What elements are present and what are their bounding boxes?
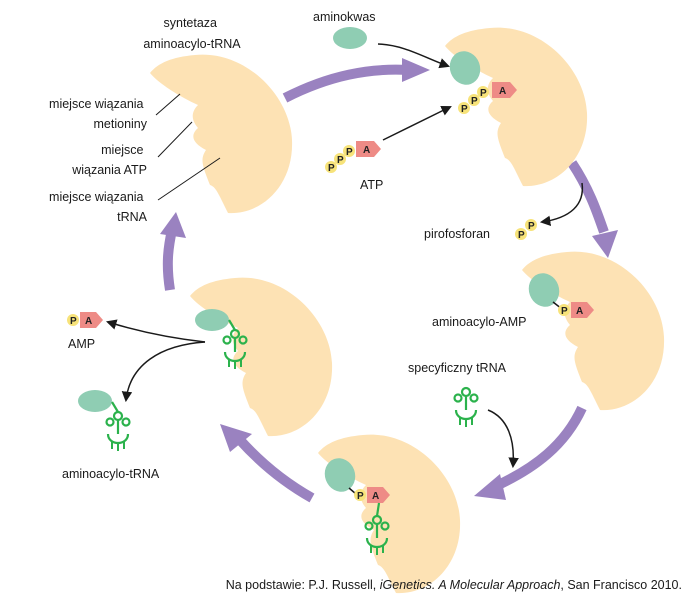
label-atp: ATP — [360, 178, 383, 192]
cycle-arrow-right-lower — [493, 405, 587, 491]
site-pointer-lines — [155, 93, 221, 201]
trna-acceptor-stem — [375, 502, 381, 517]
amp-release-arrow — [105, 319, 206, 343]
label-met-site: miejsce wiązania metioniny — [49, 97, 148, 131]
cycle-arrow-right-lower-head — [474, 474, 506, 500]
trna-acceptor-stem-3 — [111, 401, 119, 413]
atp-binding-arrow — [382, 106, 452, 141]
cycle-arrow-right-upper-head — [592, 230, 618, 258]
svg-text:A: A — [85, 316, 92, 327]
cycle-arrow-right-upper — [567, 160, 609, 234]
aminoacyl-trna-free — [105, 410, 131, 453]
svg-text:P: P — [337, 155, 344, 166]
label-aminoacyl-amp: aminoacylo-AMP — [432, 315, 526, 329]
amino-acid-on-trna-free — [78, 390, 112, 412]
cycle-arrow-bottom — [236, 436, 315, 503]
svg-text:P: P — [70, 316, 77, 327]
label-amp: AMP — [68, 337, 95, 351]
pyrophosphate: P P — [515, 219, 537, 241]
svg-text:A: A — [499, 86, 506, 97]
atp-bound: A P P P — [458, 82, 517, 115]
source-caption: Na podstawie: P.J. Russell, iGenetics. A… — [0, 578, 682, 592]
trna-binding-arrow — [487, 409, 519, 469]
label-trna-site: miejsce wiązania tRNA — [49, 190, 148, 224]
svg-text:P: P — [518, 230, 525, 241]
amino-acid-bound-amp — [528, 273, 560, 307]
caption-prefix: Na podstawie: P.J. Russell, — [225, 578, 380, 592]
amino-acid-binding-arrow — [377, 43, 450, 69]
cycle-arrows — [160, 58, 618, 503]
svg-text:P: P — [561, 306, 568, 317]
cycle-arrow-bottom-head — [220, 424, 252, 452]
atp-free: A P P P — [325, 141, 381, 174]
caption-suffix: , San Francisco 2010. — [560, 578, 682, 592]
cycle-arrow-top — [282, 64, 409, 103]
svg-text:A: A — [576, 306, 583, 317]
svg-text:P: P — [480, 88, 487, 99]
amp-in-complex: P A — [354, 487, 390, 503]
aminoacyl-trna-release-arrow — [121, 341, 206, 403]
label-enzyme: syntetaza aminoacylo-tRNA — [143, 16, 241, 51]
enzyme-free — [150, 54, 293, 214]
trna-free — [453, 386, 479, 429]
svg-text:P: P — [471, 96, 478, 107]
label-pyrophosphate: pirofosforan — [424, 227, 490, 241]
amp-free: P A — [67, 312, 103, 328]
amino-acid-bound-trna-complex — [324, 458, 356, 492]
cycle-arrow-left — [162, 228, 177, 291]
enzyme-releasing — [190, 277, 333, 437]
svg-text:A: A — [363, 145, 370, 156]
label-aminoacyl-trna: aminoacylo-tRNA — [62, 467, 160, 481]
svg-text:A: A — [372, 491, 379, 502]
label-specific-trna: specyficzny tRNA — [408, 361, 507, 375]
pyrophosphate-release-arrow — [539, 182, 584, 227]
trna-acceptor-stem-2 — [228, 319, 236, 331]
label-atp-site: miejsce wiązania ATP — [71, 143, 147, 177]
amino-acid-on-trna-bound — [195, 309, 229, 331]
amp-bound: P A — [558, 302, 594, 318]
label-amino-acid: aminokwas — [313, 10, 376, 24]
svg-text:P: P — [357, 491, 364, 502]
amino-acid — [333, 27, 367, 49]
cycle-arrow-left-head — [160, 212, 186, 238]
svg-text:P: P — [461, 104, 468, 115]
cycle-arrow-top-head — [402, 58, 430, 82]
svg-text:P: P — [346, 147, 353, 158]
caption-title: iGenetics. A Molecular Approach — [379, 578, 561, 592]
svg-text:P: P — [328, 163, 335, 174]
amino-acid-bound — [449, 51, 481, 85]
svg-text:P: P — [528, 221, 535, 232]
